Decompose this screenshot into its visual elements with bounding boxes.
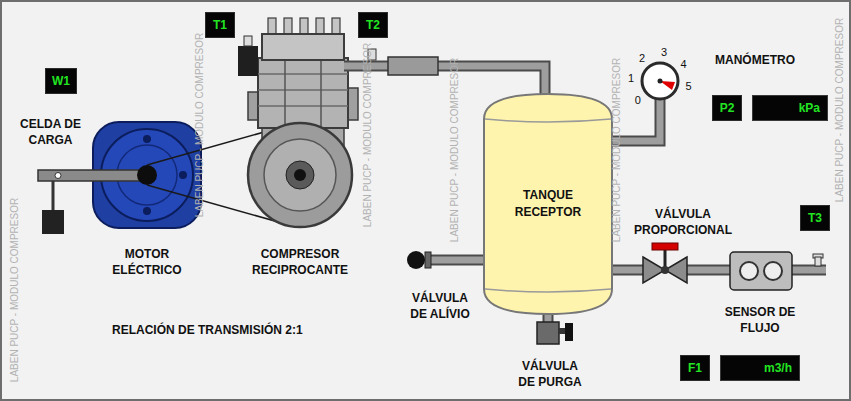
part-label: MOTOR ELÉCTRICO <box>102 246 192 278</box>
discharge-pipe <box>344 49 545 97</box>
receiver-tank: TANQUE RECEPTOR <box>483 93 613 315</box>
valve-flange <box>425 252 431 268</box>
signal-name: T2 <box>366 18 380 32</box>
cooling-fin <box>258 73 348 75</box>
part-label: VÁLVULA PROPORCIONAL <box>623 206 743 238</box>
watermark: LABEN PUCP - MODULO COMPRESOR <box>611 58 623 242</box>
valve-handle <box>652 243 678 250</box>
part-label: COMPRESOR RECIPROCANTE <box>240 246 360 278</box>
gauge-number: 2 <box>639 52 645 64</box>
proportional-valve <box>643 257 687 283</box>
part-label: VÁLVULA DE PURGA <box>514 358 586 390</box>
pipe-outer <box>428 255 488 266</box>
pulley-rim <box>264 139 336 211</box>
gauge-number: 0 <box>635 94 641 106</box>
pipe-coupler <box>388 57 438 75</box>
signal-tag: T1 <box>205 12 235 38</box>
display-box: kPa <box>752 95 828 121</box>
gauge-stem-outer <box>655 97 666 121</box>
cylinder-wall <box>284 58 286 128</box>
gauge-number: 4 <box>680 58 686 70</box>
gauge-hub <box>658 79 663 84</box>
pulley-shaft <box>294 169 306 181</box>
outlet-line <box>610 243 826 290</box>
tank-label: TANQUE RECEPTOR <box>498 187 598 221</box>
tank-seam <box>485 119 611 122</box>
watermark: LABEN PUCP - MODULO COMPRESOR <box>834 18 846 202</box>
temperature-probe <box>815 257 821 266</box>
pipe-inner <box>344 66 545 97</box>
cylinder-head <box>262 34 344 60</box>
gauge-number: 1 <box>628 72 634 84</box>
watermark: LABEN PUCP - MODULO COMPRESOR <box>449 58 461 242</box>
cooling-fin <box>258 89 348 91</box>
pipe-outer <box>344 66 545 97</box>
part-label: MANÓMETRO <box>715 52 825 68</box>
gauge-dial <box>642 63 678 99</box>
pressure-gauge: 012 3 4 5 <box>620 41 700 121</box>
signal-tag: W1 <box>45 68 77 94</box>
signal-name: T3 <box>808 211 822 225</box>
gauge-needle <box>660 81 675 90</box>
cylinder-fin <box>248 92 258 120</box>
signal-name: T1 <box>213 18 227 32</box>
gauge-number: 3 <box>661 46 667 58</box>
part-label: SENSOR DE FLUJO <box>715 304 805 336</box>
purge-stem <box>559 328 565 334</box>
signal-name: W1 <box>52 74 70 88</box>
purge-handle <box>565 323 573 341</box>
signal-tag: P2 <box>712 95 742 121</box>
flow-rotor <box>764 262 782 280</box>
flow-rotor <box>740 262 758 280</box>
signal-tag: T2 <box>358 12 388 38</box>
relief-ball <box>407 251 425 269</box>
watermark: LABEN PUCP - MODULO COMPRESOR <box>194 33 206 217</box>
load-cell-weight <box>42 210 64 234</box>
load-cell-arm <box>38 170 150 181</box>
purge-body <box>537 322 559 344</box>
part-label: RELACIÓN DE TRANSMISIÓN 2:1 <box>112 322 372 338</box>
signal-name: F1 <box>688 361 702 375</box>
compressor-pulley <box>248 123 352 227</box>
gauge-stem-inner <box>657 97 664 121</box>
signal-tag: F1 <box>680 355 710 381</box>
motor-bolt <box>143 135 151 143</box>
part-label: CELDA DE CARGA <box>8 116 93 148</box>
cylinder-block <box>258 58 348 128</box>
watermark: LABEN PUCP - MODULO COMPRESOR <box>9 198 21 382</box>
tank-outline <box>483 93 613 315</box>
load-cell <box>38 165 157 234</box>
motor-hub <box>137 165 157 185</box>
tank-shell <box>484 94 612 314</box>
cylinder-fin <box>348 88 358 120</box>
temperature-probe <box>244 36 252 46</box>
arm-pivot <box>55 173 61 179</box>
relief-valve <box>407 251 488 269</box>
intake-filter <box>238 46 258 76</box>
gauge-number: 5 <box>685 80 691 92</box>
signal-tag: T3 <box>800 205 830 231</box>
valve-center <box>661 266 669 274</box>
pipe-inner <box>428 257 488 264</box>
display-box: m3/h <box>720 355 800 381</box>
watermark: LABEN PUCP - MODULO COMPRESOR <box>362 43 374 227</box>
cylinder-wall <box>320 58 322 128</box>
part-label: VÁLVULA DE ALÍVIO <box>404 290 476 322</box>
flow-sensor <box>730 252 792 290</box>
reciprocating-compressor <box>238 18 358 227</box>
motor-bolt <box>179 171 187 179</box>
unit-text: kPa <box>799 101 820 115</box>
load-cell-rod <box>52 181 55 211</box>
pulley-hub <box>286 161 314 189</box>
signal-name: P2 <box>720 101 735 115</box>
purge-valve <box>537 310 573 344</box>
unit-text: m3/h <box>764 361 792 375</box>
tank-seam <box>485 289 611 292</box>
cooling-fin <box>258 105 348 107</box>
motor-bolt <box>143 207 151 215</box>
